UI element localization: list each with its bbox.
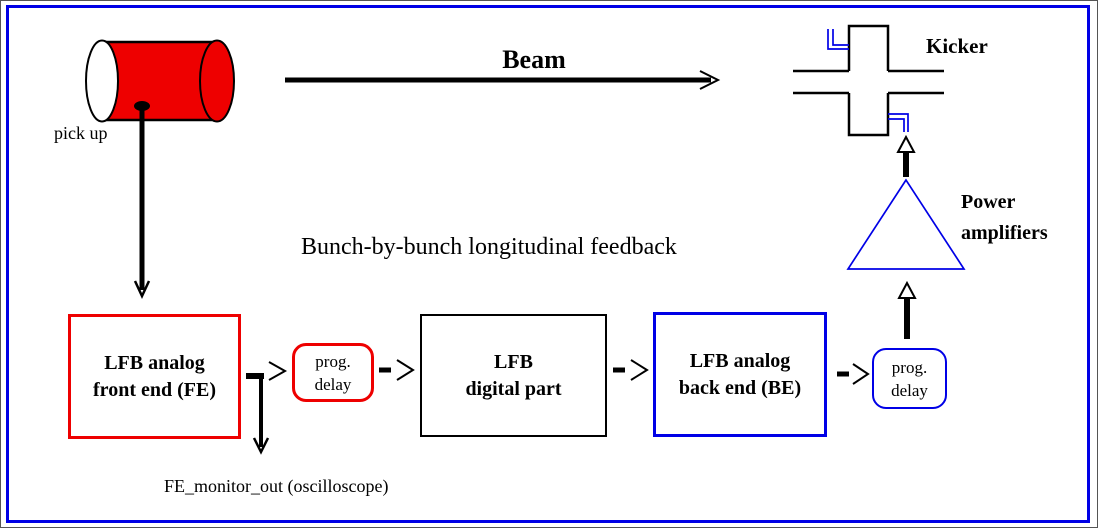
fe-monitor-out-label: FE_monitor_out (oscilloscope) xyxy=(164,476,389,496)
digital-part-label-line2: digital part xyxy=(465,377,562,400)
backend-box-label-line1: LFB analog xyxy=(689,349,791,372)
prog-delay-fe-label-line2: delay xyxy=(314,374,352,394)
frontend-box-label-line2: front end (FE) xyxy=(93,378,216,401)
backend-box: LFB analog back end (BE) xyxy=(653,312,827,437)
delay-to-amp-arrow xyxy=(897,280,917,339)
beam-arrow xyxy=(285,70,721,90)
frontend-box: LFB analog front end (FE) xyxy=(68,314,241,439)
digital-part-box: LFB digital part xyxy=(420,314,607,437)
backend-to-delay-arrow xyxy=(837,363,870,385)
prog-delay-fe-box: prog. delay xyxy=(292,343,374,402)
beam-label: Beam xyxy=(502,45,566,74)
power-amplifiers-label-line2: amplifiers xyxy=(961,222,1048,244)
pickup-cylinder-icon xyxy=(85,39,235,123)
pickup-label: pick up xyxy=(54,123,108,143)
frontend-output-connector xyxy=(246,361,288,455)
digital-to-backend-arrow xyxy=(613,359,649,381)
amp-to-kicker-arrow xyxy=(896,134,916,177)
prog-delay-be-label-line2: delay xyxy=(891,380,928,400)
kicker-icon xyxy=(793,24,944,137)
frontend-box-label-line1: LFB analog xyxy=(104,351,205,374)
prog-delay-be-box: prog. delay xyxy=(872,348,947,409)
backend-box-label-line2: back end (BE) xyxy=(678,376,802,399)
delay-to-digital-arrow xyxy=(379,359,415,381)
power-amplifiers-label-line1: Power xyxy=(961,191,1016,213)
pickup-to-frontend-arrow xyxy=(133,101,151,299)
power-amplifier-icon xyxy=(846,178,966,270)
prog-delay-fe-label-line1: prog. xyxy=(315,351,351,371)
prog-delay-be-label-line1: prog. xyxy=(891,357,928,377)
diagram-caption: Bunch-by-bunch longitudinal feedback xyxy=(301,234,677,260)
kicker-label: Kicker xyxy=(926,34,988,58)
kicker-feedline-top-icon xyxy=(827,29,849,50)
kicker-feedline-bottom-icon xyxy=(888,113,909,132)
digital-part-label-line1: LFB xyxy=(494,350,533,373)
power-amplifiers-label: Power amplifiers xyxy=(961,187,1048,249)
